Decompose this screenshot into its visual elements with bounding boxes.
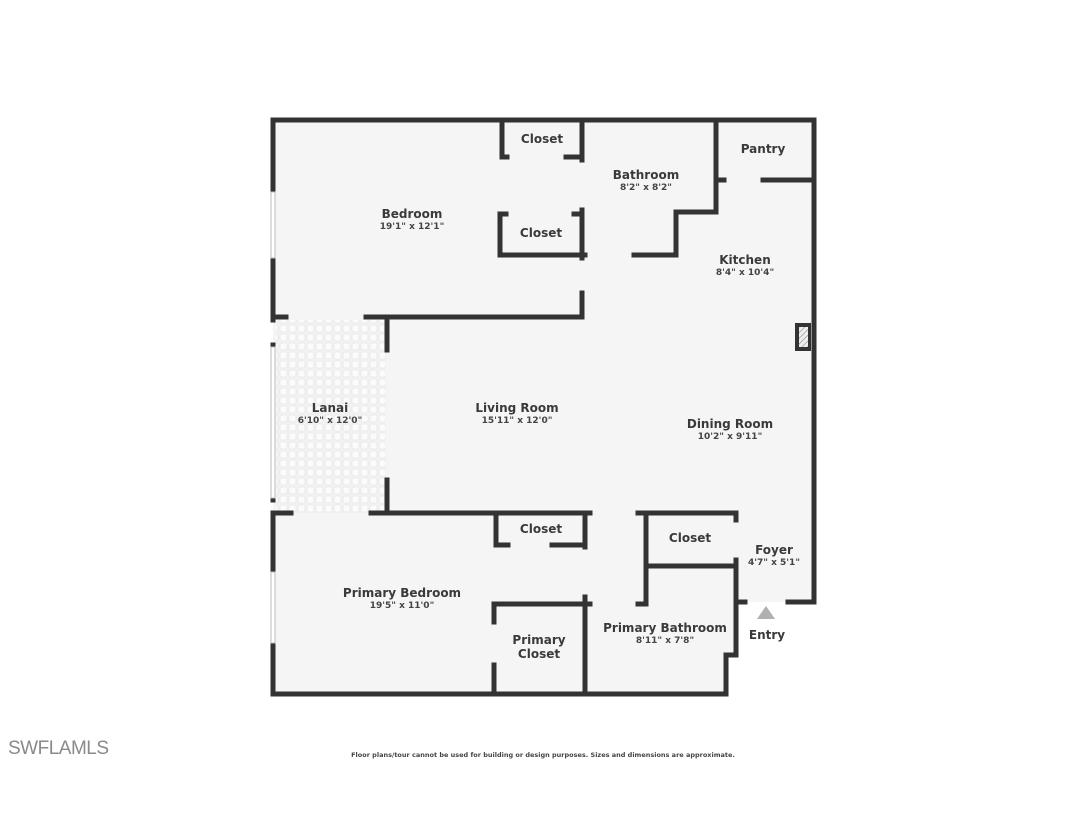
room-dimensions: 19'1" x 12'1"	[379, 221, 445, 232]
room-name: Closet	[668, 531, 712, 546]
room-name: Pantry	[740, 142, 786, 157]
room-dimensions: 4'7" x 5'1"	[747, 557, 801, 568]
room-dimensions: 8'4" x 10'4"	[715, 267, 775, 278]
room-closet-2: Closet	[519, 226, 563, 241]
room-name: Bathroom	[612, 167, 680, 182]
room-closet-3: Closet	[519, 522, 563, 537]
room-dimensions: 19'5" x 11'0"	[369, 600, 435, 611]
mls-watermark: SWFLAMLS	[8, 738, 109, 759]
room-primary-closet: Primary Closet	[512, 633, 566, 662]
entry-label: Entry	[748, 628, 786, 642]
room-closet-1: Closet	[520, 132, 564, 147]
room-name-line1: Primary	[512, 633, 566, 648]
room-name: Closet	[519, 522, 563, 537]
room-dimensions: 8'11" x 7'8"	[635, 635, 695, 646]
room-name: Lanai	[311, 400, 349, 415]
room-closet-4: Closet	[668, 531, 712, 546]
room-name: Closet	[519, 226, 563, 241]
lanai-tile-pattern	[276, 320, 386, 513]
room-name: Bedroom	[381, 206, 443, 221]
room-primary-bedroom: Primary Bedroom 19'5" x 11'0"	[342, 585, 462, 611]
room-bathroom: Bathroom 8'2" x 8'2"	[612, 167, 680, 193]
windows	[270, 191, 276, 644]
hatched-column	[799, 327, 808, 347]
room-name: Primary Bathroom	[603, 620, 727, 635]
room-primary-bathroom: Primary Bathroom 8'11" x 7'8"	[603, 620, 727, 646]
floor-fill	[273, 120, 814, 694]
room-dimensions: 15'11" x 12'0"	[481, 415, 553, 426]
room-dimensions: 6'10" x 12'0"	[297, 415, 363, 426]
room-foyer: Foyer 4'7" x 5'1"	[747, 542, 801, 568]
room-bedroom: Bedroom 19'1" x 12'1"	[379, 206, 445, 232]
walls	[270, 117, 817, 697]
room-name: Primary Bedroom	[342, 585, 462, 600]
room-kitchen: Kitchen 8'4" x 10'4"	[715, 252, 775, 278]
room-name: Kitchen	[719, 252, 771, 267]
room-name: Closet	[520, 132, 564, 147]
room-lanai: Lanai 6'10" x 12'0"	[297, 400, 363, 426]
room-living-room: Living Room 15'11" x 12'0"	[475, 400, 559, 426]
room-name: Foyer	[755, 542, 793, 557]
room-dimensions: 10'2" x 9'11"	[697, 431, 763, 442]
room-name: Dining Room	[686, 416, 774, 431]
room-name-line2: Closet	[517, 647, 561, 661]
entry-arrow-icon	[757, 606, 775, 619]
disclaimer-text: Floor plans/tour cannot be used for buil…	[351, 751, 735, 759]
room-dining-room: Dining Room 10'2" x 9'11"	[686, 416, 774, 442]
room-dimensions: 8'2" x 8'2"	[619, 182, 672, 193]
room-pantry: Pantry	[740, 142, 786, 157]
room-name: Living Room	[475, 400, 559, 415]
